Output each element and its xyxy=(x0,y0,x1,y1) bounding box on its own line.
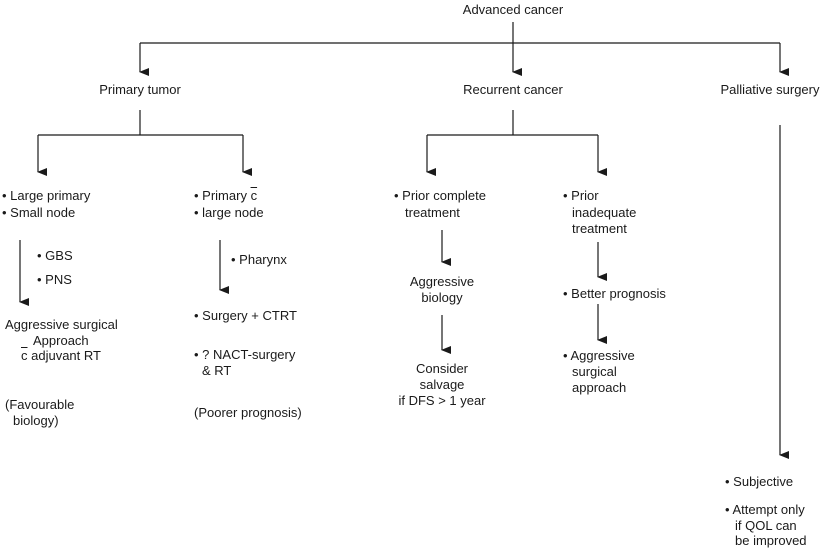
bullet-pns: • PNS xyxy=(37,272,72,287)
bullet-pharynx: • Pharynx xyxy=(231,252,287,267)
bullet-large-node: • large node xyxy=(194,205,264,220)
bullet-gbs: • GBS xyxy=(37,248,73,263)
outcome-with-adjuvant-rt: c adjuvant RT xyxy=(21,348,101,364)
be-improved: be improved xyxy=(735,533,807,548)
node-primary-tumor: Primary tumor xyxy=(99,82,181,97)
prior-inadequate: inadequate xyxy=(572,205,637,220)
outcome-aggressive-surgical: Aggressive surgical xyxy=(5,317,118,332)
bullet-primary-c: • Primary c xyxy=(194,188,257,204)
outcome-approach: Approach xyxy=(33,333,89,348)
with-symbol-c: c xyxy=(21,348,28,363)
outcome-dfs-1-year: if DFS > 1 year xyxy=(398,393,486,408)
bullet-prior: • Prior xyxy=(563,188,599,203)
bullet-small-node: • Small node xyxy=(2,205,76,220)
outcome-consider: Consider xyxy=(415,361,469,376)
node-recurrent-cancer: Recurrent cancer xyxy=(463,82,563,97)
step-biology: biology xyxy=(421,290,463,305)
root-node-advanced-cancer: Advanced cancer xyxy=(462,2,564,17)
node-palliative-surgery: Palliative surgery xyxy=(720,82,820,97)
bullet-surgery-ctrt: • Surgery + CTRT xyxy=(194,308,297,323)
note-biology: biology) xyxy=(13,413,59,428)
step-aggressive: Aggressive xyxy=(409,274,475,289)
prior-complete-treatment: treatment xyxy=(405,205,460,220)
note-favourable: (Favourable xyxy=(5,397,75,412)
bullet-better-prognosis: • Better prognosis xyxy=(563,286,666,301)
with-symbol-c-2: c xyxy=(250,188,258,203)
bullet-prior-complete: • Prior complete xyxy=(394,188,486,203)
bullet-primary-label: • Primary xyxy=(194,188,251,203)
bullet-nact-surgery: • ? NACT-surgery xyxy=(194,347,296,362)
bullet-large-primary: • Large primary xyxy=(2,188,91,203)
bullet-aggressive: • Aggressive xyxy=(563,348,635,363)
adjuvant-rt-label: adjuvant RT xyxy=(31,348,101,363)
outcome-surgical: surgical xyxy=(572,364,617,379)
outcome-salvage: salvage xyxy=(419,377,465,392)
if-qol-can: if QOL can xyxy=(735,518,797,533)
outcome-approach-2: approach xyxy=(572,380,627,395)
note-poorer-prognosis: (Poorer prognosis) xyxy=(194,405,302,420)
prior-inadequate-treatment: treatment xyxy=(572,221,627,236)
bullet-attempt-only: • Attempt only xyxy=(725,502,805,517)
nact-surgery-rt: & RT xyxy=(202,363,232,378)
bullet-subjective: • Subjective xyxy=(725,474,794,489)
